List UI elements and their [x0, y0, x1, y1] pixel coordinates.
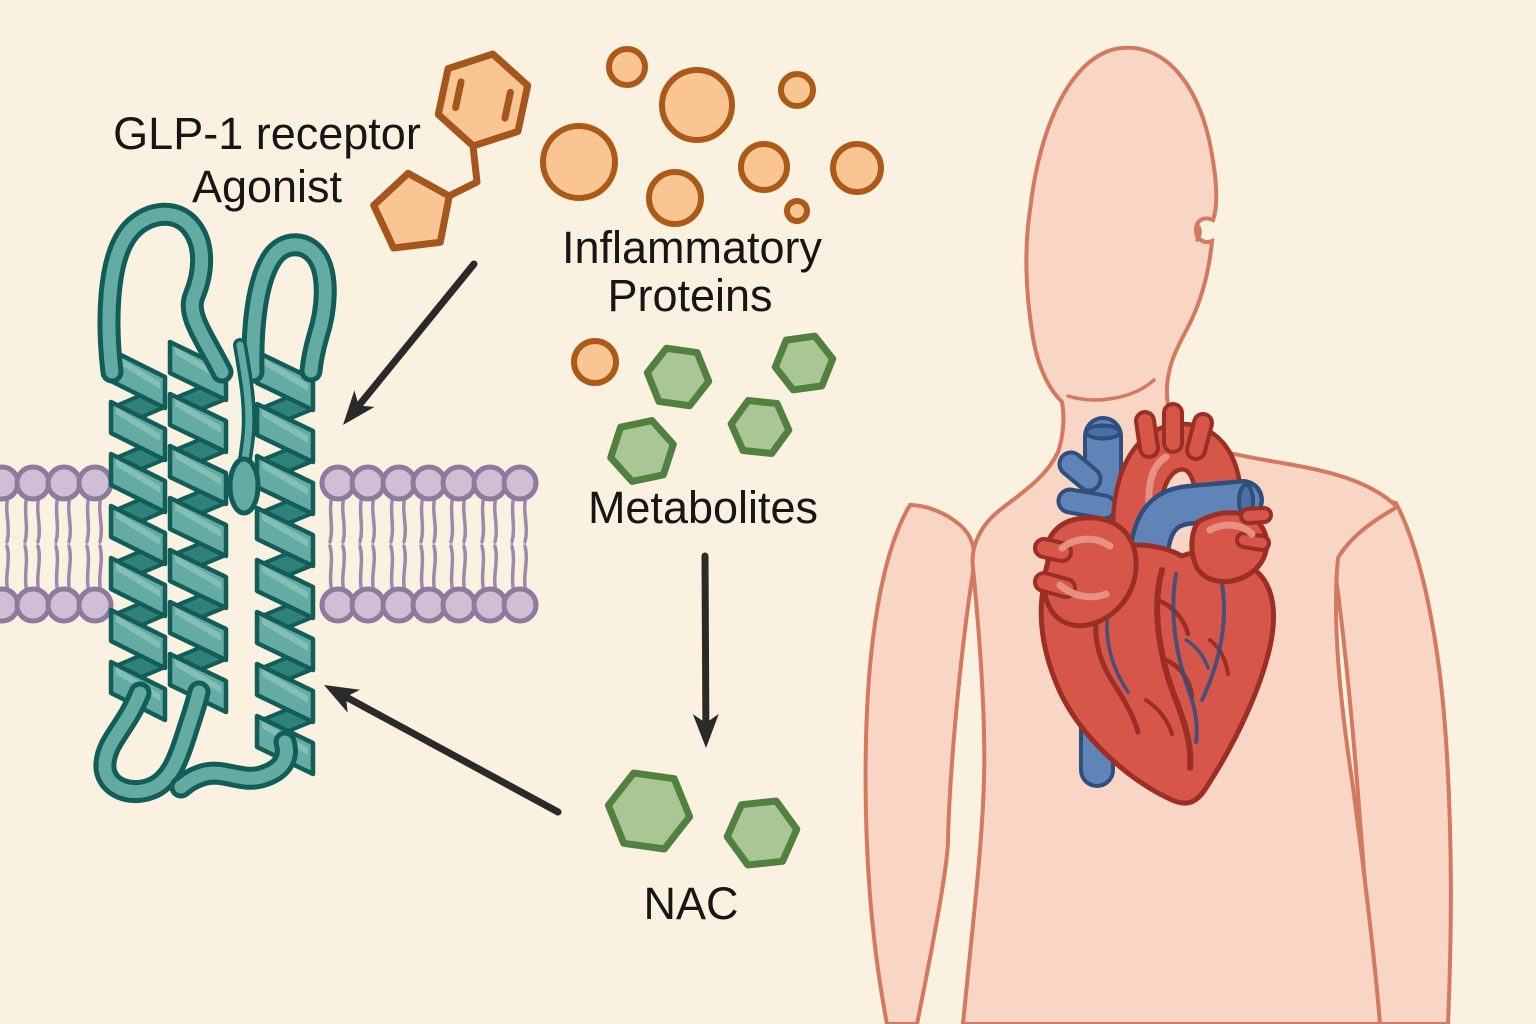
coronary-vessels: [1093, 567, 1230, 771]
inflammatory-label-line2: Proteins: [607, 270, 772, 321]
lipid-head: [501, 586, 539, 624]
metabolites-label: Metabolites: [588, 482, 818, 533]
double-bond-line: [452, 78, 465, 112]
lipid-head: [471, 586, 509, 624]
lipid-head: [76, 586, 114, 624]
metabolite-hexagon: [607, 417, 677, 485]
helix-front-bands: [167, 339, 229, 715]
receptor-teardrop-strand: [227, 456, 261, 516]
lipid-head: [410, 586, 448, 624]
metabolite-hexagon: [643, 344, 713, 410]
lipid-head: [14, 586, 52, 624]
chin-line: [1066, 378, 1156, 402]
nac-group: [604, 769, 801, 869]
lipid-head: [45, 586, 83, 624]
inflammatory-protein-circle: [738, 141, 790, 193]
glp1-agonist-molecule: [370, 50, 532, 252]
lipid-heads: [0, 464, 539, 624]
inflammatory-protein-circle: [659, 67, 735, 143]
glp1-label-line1: GLP-1 receptor: [113, 108, 421, 159]
arrow-metabolites-to-nac: [692, 552, 719, 748]
lipid-head: [440, 464, 478, 502]
bond: [445, 142, 481, 200]
lipid-head: [349, 464, 387, 502]
arrow-agonist-to-receptor: [343, 260, 478, 425]
metabolite-hexagon: [771, 332, 837, 394]
ear-line: [1195, 222, 1202, 242]
nac-label: NAC: [643, 878, 738, 929]
lipid-head: [501, 464, 539, 502]
inflammatory-protein-circle: [778, 71, 816, 109]
lipid-head: [319, 464, 357, 502]
lipid-head: [471, 464, 509, 502]
human-body-silhouette: [863, 45, 1453, 1024]
lipid-head: [380, 464, 418, 502]
lipid-head: [349, 586, 387, 624]
heart-illustration: [1033, 402, 1277, 806]
inflammatory-protein-circle: [606, 46, 648, 88]
metabolites-group: [607, 332, 837, 485]
inflammatory-protein-circle: [830, 141, 884, 195]
inflammatory-protein-circle: [540, 123, 618, 201]
helix-front-bands: [254, 349, 316, 777]
arrows-group: [324, 260, 719, 816]
double-bond-line: [501, 88, 514, 122]
lipid-head: [440, 586, 478, 624]
inflammatory-protein-circle: [646, 169, 704, 227]
inflammatory-proteins-group: [540, 46, 884, 386]
arrow-nac-to-receptor: [324, 685, 562, 816]
lipid-head: [45, 464, 83, 502]
torso-and-head: [960, 45, 1401, 1024]
metabolite-hexagon: [727, 397, 793, 457]
lipid-head: [76, 464, 114, 502]
glp1-receptor-protein: [93, 202, 337, 804]
cell-membrane-bilayer: [0, 464, 539, 624]
inflammatory-label-line1: Inflammatory: [562, 222, 823, 273]
lipid-head: [319, 586, 357, 624]
lipid-head: [380, 586, 418, 624]
lipid-head: [410, 464, 448, 502]
inflammatory-protein-circle: [784, 198, 810, 224]
glp1-label-line2: Agonist: [192, 161, 343, 212]
lipid-head: [14, 464, 52, 502]
nac-hexagon: [604, 769, 694, 853]
cyclopentane-ring: [370, 169, 453, 252]
nac-hexagon: [723, 797, 801, 869]
inflammatory-protein-circle: [571, 338, 619, 386]
helix-front-bands: [108, 347, 168, 723]
